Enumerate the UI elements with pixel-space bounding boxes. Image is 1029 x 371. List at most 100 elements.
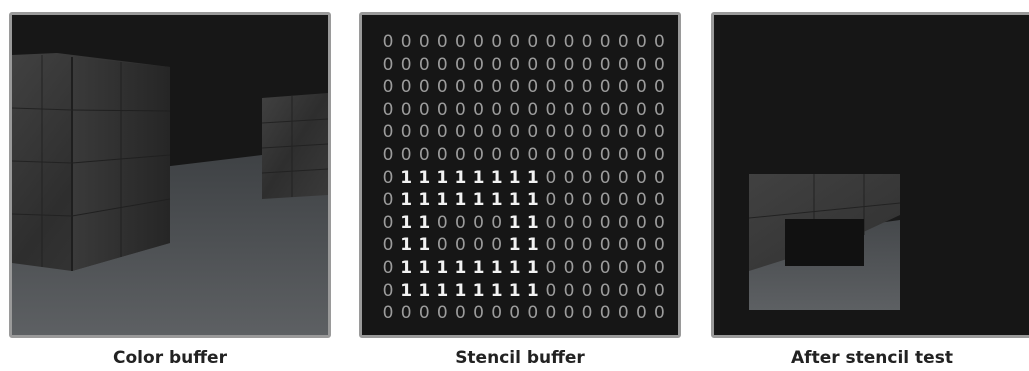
masked-hole <box>785 219 864 266</box>
stencil-cell: 1 <box>454 167 467 188</box>
stencil-cell: 0 <box>545 32 557 52</box>
color-buffer-panel <box>9 12 331 338</box>
stencil-cell: 0 <box>455 99 466 120</box>
stencil-cell: 0 <box>382 54 394 75</box>
stencil-cell: 0 <box>545 144 557 165</box>
stencil-cell: 0 <box>654 212 665 233</box>
stencil-cell: 0 <box>617 99 629 120</box>
stencil-cell: 0 <box>581 122 593 143</box>
stencil-cell: 0 <box>491 32 503 52</box>
stencil-cell: 0 <box>635 99 647 120</box>
stencil-cell: 1 <box>418 235 431 256</box>
stencil-cell: 0 <box>654 54 665 75</box>
stencil-cell: 0 <box>563 32 575 52</box>
stencil-cell: 0 <box>581 144 593 165</box>
stencil-cell: 0 <box>563 77 575 98</box>
stencil-cell: 0 <box>436 303 448 324</box>
stencil-cell: 0 <box>509 32 521 52</box>
stencil-cell: 1 <box>454 190 467 211</box>
stencil-cell: 0 <box>400 303 412 324</box>
stencil-cell: 0 <box>635 32 647 52</box>
stencil-cell: 0 <box>400 144 412 165</box>
stencil-cell: 0 <box>527 303 539 324</box>
stencil-cell: 0 <box>418 303 430 324</box>
stencil-cell: 0 <box>563 212 575 233</box>
stencil-cell: 1 <box>490 190 503 211</box>
stencil-cell: 0 <box>455 235 466 256</box>
stencil-cell: 0 <box>545 303 557 324</box>
stencil-cell: 0 <box>418 99 430 120</box>
stencil-cell: 0 <box>654 190 665 211</box>
stencil-cell: 0 <box>581 54 593 75</box>
stencil-cell: 0 <box>436 54 448 75</box>
stencil-cell: 0 <box>581 235 593 256</box>
stencil-cell: 0 <box>581 167 593 188</box>
stencil-cell: 0 <box>436 144 448 165</box>
stencil-cell: 0 <box>599 257 611 278</box>
stencil-cell: 0 <box>491 235 503 256</box>
stencil-cell: 1 <box>490 280 503 301</box>
stencil-cell: 0 <box>599 167 611 188</box>
stencil-cell: 0 <box>473 99 484 120</box>
stencil-cell: 0 <box>382 303 394 324</box>
stencil-cell: 0 <box>455 122 466 143</box>
stencil-cell: 0 <box>599 99 611 120</box>
stencil-cell: 0 <box>654 99 665 120</box>
stencil-cell: 0 <box>491 77 503 98</box>
stencil-cell: 0 <box>635 257 647 278</box>
stencil-cell: 1 <box>508 167 521 188</box>
stencil-cell: 0 <box>418 32 430 52</box>
stencil-cell: 0 <box>599 32 611 52</box>
stencil-cell: 0 <box>635 303 647 324</box>
stencil-cell: 0 <box>599 77 611 98</box>
color-buffer-caption: Color buffer <box>113 348 227 368</box>
stencil-cell: 0 <box>473 212 484 233</box>
stencil-cell: 0 <box>382 212 394 233</box>
stencil-cell: 0 <box>635 122 647 143</box>
stencil-cell: 1 <box>418 190 431 211</box>
stencil-cell: 0 <box>436 77 448 98</box>
stencil-cell: 0 <box>581 212 593 233</box>
stencil-cell: 0 <box>491 303 503 324</box>
stencil-cell: 1 <box>472 190 485 211</box>
stencil-cell: 0 <box>382 122 394 143</box>
stencil-cell: 0 <box>545 99 557 120</box>
stencil-cell: 0 <box>581 257 593 278</box>
stencil-cell: 0 <box>563 99 575 120</box>
stencil-cell: 1 <box>454 257 467 278</box>
stencil-cell: 0 <box>473 54 484 75</box>
stencil-cell: 0 <box>635 167 647 188</box>
stencil-cell: 0 <box>545 190 557 211</box>
stencil-cell: 0 <box>635 190 647 211</box>
stencil-cell: 0 <box>617 144 629 165</box>
stencil-cell: 0 <box>545 212 557 233</box>
color-buffer-scene <box>12 15 328 335</box>
after-stencil-panel <box>711 12 1029 338</box>
stencil-cell: 0 <box>599 212 611 233</box>
stencil-cell: 0 <box>599 303 611 324</box>
stencil-cell: 0 <box>654 32 665 52</box>
stencil-cell: 0 <box>491 99 503 120</box>
stencil-cell: 0 <box>563 280 575 301</box>
stencil-cell: 0 <box>473 235 484 256</box>
stencil-cell: 0 <box>436 32 448 52</box>
stencil-cell: 0 <box>563 190 575 211</box>
stencil-cell: 0 <box>563 167 575 188</box>
stencil-cell: 0 <box>617 303 629 324</box>
stencil-cell: 0 <box>635 77 647 98</box>
stencil-cell: 1 <box>508 190 521 211</box>
stencil-cell: 0 <box>400 77 412 98</box>
stencil-cell: 0 <box>400 122 412 143</box>
stencil-cell: 0 <box>581 280 593 301</box>
stencil-cell: 0 <box>400 32 412 52</box>
stencil-cell: 0 <box>473 144 484 165</box>
stencil-cell: 0 <box>635 235 647 256</box>
crate-far <box>261 93 328 199</box>
stencil-cell: 1 <box>526 235 539 256</box>
stencil-cell: 0 <box>436 212 448 233</box>
stencil-cell: 1 <box>472 167 485 188</box>
stencil-cell: 1 <box>400 257 413 278</box>
stencil-cell: 0 <box>418 77 430 98</box>
stencil-cell: 1 <box>526 190 539 211</box>
stencil-cell: 0 <box>654 280 665 301</box>
